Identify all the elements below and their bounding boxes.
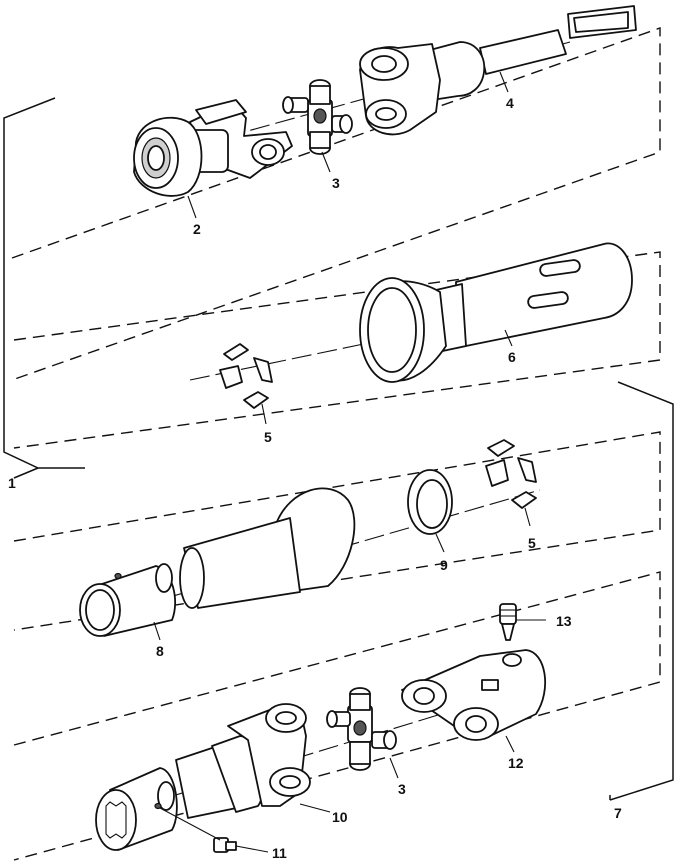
callout-3-top: 3 [332,175,340,191]
part-11-grease-fitting [159,807,237,853]
part-5-bearing-segments-lower [485,439,537,509]
assembly-plane-3 [13,431,661,631]
assembly-plane-1 [11,27,661,381]
assembly-plane-4 [13,571,661,861]
part-10-yoke-tube [175,703,311,819]
callout-7: 7 [614,805,622,821]
group-7-bracket [609,381,674,801]
callout-10: 10 [332,809,348,825]
callout-5-lower: 5 [528,535,536,551]
group-1-bracket [3,97,85,479]
part-9-ring [407,469,453,535]
callout-13: 13 [556,613,572,629]
callout-labels: 1 2 3 4 5 6 5 7 8 9 10 11 12 3 13 [8,95,622,861]
part-12-yoke [401,649,547,741]
inner-guard-tube [179,487,356,609]
callout-1: 1 [8,475,16,491]
callout-3-bottom: 3 [398,781,406,797]
callout-12: 12 [508,755,524,771]
part-8-tube [79,563,176,637]
callout-6: 6 [508,349,516,365]
callout-9: 9 [440,557,448,573]
part-5-bearing-segments-upper [219,343,273,409]
callout-11: 11 [272,845,287,861]
leader-lines [153,71,546,853]
part-6-outer-guard-tube [359,242,633,383]
assembly-plane-2 [13,251,661,449]
callout-8: 8 [156,643,164,659]
part-3-cross-bearing-top [282,79,353,155]
part-13-grease-fitting [499,603,517,641]
part-3-cross-bearing-bottom [326,687,397,771]
part-4-yoke-tube [359,5,637,136]
callout-4: 4 [506,95,514,111]
callout-2: 2 [193,221,201,237]
splined-hub [95,767,178,851]
callout-5-upper: 5 [264,429,272,445]
part-2-guard-yoke [133,99,293,197]
